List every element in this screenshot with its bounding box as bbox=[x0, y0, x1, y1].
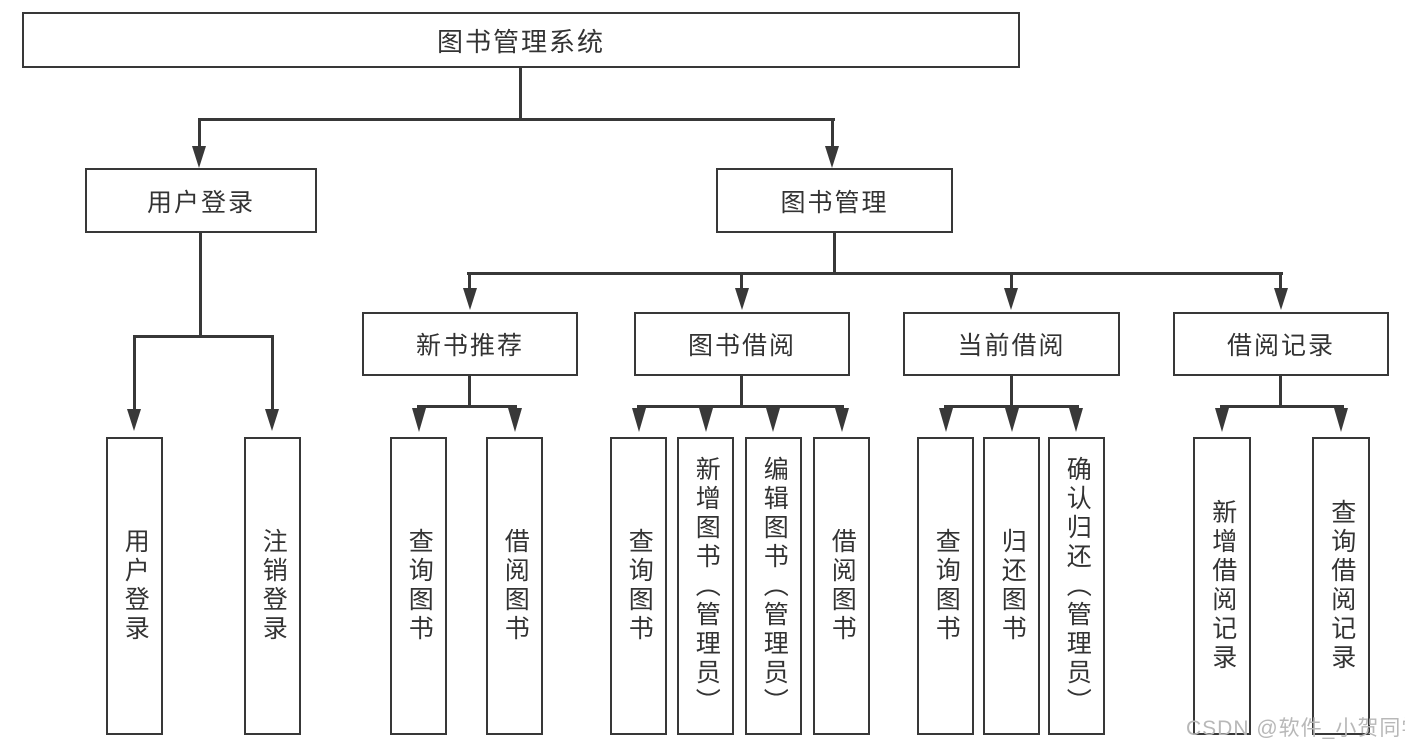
connector-level3-branch bbox=[467, 272, 1283, 275]
arrow-down-icon bbox=[1069, 408, 1083, 432]
connector-stem bbox=[468, 275, 471, 288]
leaf-user-login-login: 用户登录 bbox=[106, 437, 163, 735]
leaf-label: 查询图书 bbox=[932, 528, 961, 644]
leaf-new-books-query: 查询图书 bbox=[390, 437, 447, 735]
connector-current-borrow-branch bbox=[944, 405, 1079, 408]
connector-level2-branch bbox=[198, 118, 835, 121]
leaf-label: 查询图书 bbox=[405, 528, 434, 644]
connector-borrow-records-branch bbox=[1220, 405, 1344, 408]
leaf-user-login-logout: 注销登录 bbox=[244, 437, 301, 735]
arrow-down-icon bbox=[1004, 288, 1018, 310]
node-current-borrow-label: 当前借阅 bbox=[957, 332, 1066, 360]
connector-book-mgmt-drop bbox=[833, 233, 836, 272]
node-borrow-records-label: 借阅记录 bbox=[1226, 332, 1335, 360]
arrow-down-icon bbox=[835, 408, 849, 432]
leaf-current-borrow-confirm: 确认归还（管理员） bbox=[1048, 437, 1105, 735]
arrow-down-icon bbox=[1334, 408, 1348, 432]
arrow-down-icon bbox=[127, 409, 141, 431]
arrow-down-icon bbox=[939, 408, 953, 432]
connector-stem bbox=[1010, 275, 1013, 288]
node-borrow-records: 借阅记录 bbox=[1173, 312, 1389, 376]
connector-stem bbox=[1279, 275, 1282, 288]
connector-book-borrow-branch bbox=[637, 405, 844, 408]
connector-user-login-drop bbox=[199, 233, 202, 335]
leaf-current-borrow-query: 查询图书 bbox=[917, 437, 974, 735]
node-book-mgmt: 图书管理 bbox=[716, 168, 953, 233]
leaf-label: 用户登录 bbox=[121, 528, 150, 644]
connector-new-books-drop bbox=[468, 376, 471, 405]
leaf-book-borrow-borrow: 借阅图书 bbox=[813, 437, 870, 735]
node-user-login-label: 用户登录 bbox=[146, 188, 255, 217]
node-book-borrow-label: 图书借阅 bbox=[687, 332, 796, 360]
node-book-borrow: 图书借阅 bbox=[634, 312, 850, 376]
leaf-label: 新增图书（管理员） bbox=[692, 455, 721, 717]
connector-new-books-branch bbox=[417, 405, 517, 408]
leaf-book-borrow-edit: 编辑图书（管理员） bbox=[745, 437, 802, 735]
leaf-label: 注销登录 bbox=[259, 528, 288, 644]
arrow-down-icon bbox=[632, 408, 646, 432]
arrow-down-icon bbox=[766, 408, 780, 432]
csdn-watermark: CSDN @软件_小贺同学 bbox=[1186, 717, 1405, 740]
leaf-label: 归还图书 bbox=[998, 528, 1027, 644]
arrow-down-icon bbox=[265, 409, 279, 431]
leaf-borrow-records-add: 新增借阅记录 bbox=[1193, 437, 1251, 735]
arrow-down-icon bbox=[1005, 408, 1019, 432]
leaf-label: 查询借阅记录 bbox=[1327, 499, 1356, 673]
connector-user-login-branch bbox=[133, 335, 274, 338]
arrow-down-icon bbox=[463, 288, 477, 310]
leaf-current-borrow-return: 归还图书 bbox=[983, 437, 1040, 735]
leaf-borrow-records-query: 查询借阅记录 bbox=[1312, 437, 1370, 735]
connector-book-borrow-drop bbox=[740, 376, 743, 405]
node-root: 图书管理系统 bbox=[22, 12, 1020, 68]
arrow-down-icon bbox=[508, 408, 522, 432]
connector-stem bbox=[271, 338, 274, 409]
connector-current-borrow-drop bbox=[1010, 376, 1013, 405]
node-book-mgmt-label: 图书管理 bbox=[780, 188, 889, 217]
leaf-label: 借阅图书 bbox=[828, 528, 857, 644]
connector-root-drop bbox=[519, 68, 522, 118]
arrow-down-icon bbox=[735, 288, 749, 310]
leaf-label: 确认归还（管理员） bbox=[1063, 455, 1092, 717]
node-user-login: 用户登录 bbox=[85, 168, 317, 233]
leaf-label: 编辑图书（管理员） bbox=[760, 455, 789, 717]
arrow-down-icon bbox=[1215, 408, 1229, 432]
leaf-book-borrow-add: 新增图书（管理员） bbox=[677, 437, 734, 735]
connector-stem bbox=[740, 275, 743, 288]
node-new-books: 新书推荐 bbox=[362, 312, 578, 376]
connector-stem bbox=[198, 121, 201, 146]
arrow-down-icon bbox=[1274, 288, 1288, 310]
leaf-label: 新增借阅记录 bbox=[1208, 499, 1237, 673]
arrow-down-icon bbox=[825, 146, 839, 168]
node-root-label: 图书管理系统 bbox=[436, 26, 605, 57]
leaf-new-books-borrow: 借阅图书 bbox=[486, 437, 543, 735]
connector-borrow-records-drop bbox=[1279, 376, 1282, 405]
arrow-down-icon bbox=[699, 408, 713, 432]
connector-stem bbox=[133, 338, 136, 409]
leaf-book-borrow-query: 查询图书 bbox=[610, 437, 667, 735]
leaf-label: 借阅图书 bbox=[501, 528, 530, 644]
arrow-down-icon bbox=[192, 146, 206, 168]
leaf-label: 查询图书 bbox=[625, 528, 654, 644]
node-current-borrow: 当前借阅 bbox=[903, 312, 1120, 376]
connector-stem bbox=[831, 121, 834, 146]
node-new-books-label: 新书推荐 bbox=[415, 332, 524, 360]
arrow-down-icon bbox=[412, 408, 426, 432]
